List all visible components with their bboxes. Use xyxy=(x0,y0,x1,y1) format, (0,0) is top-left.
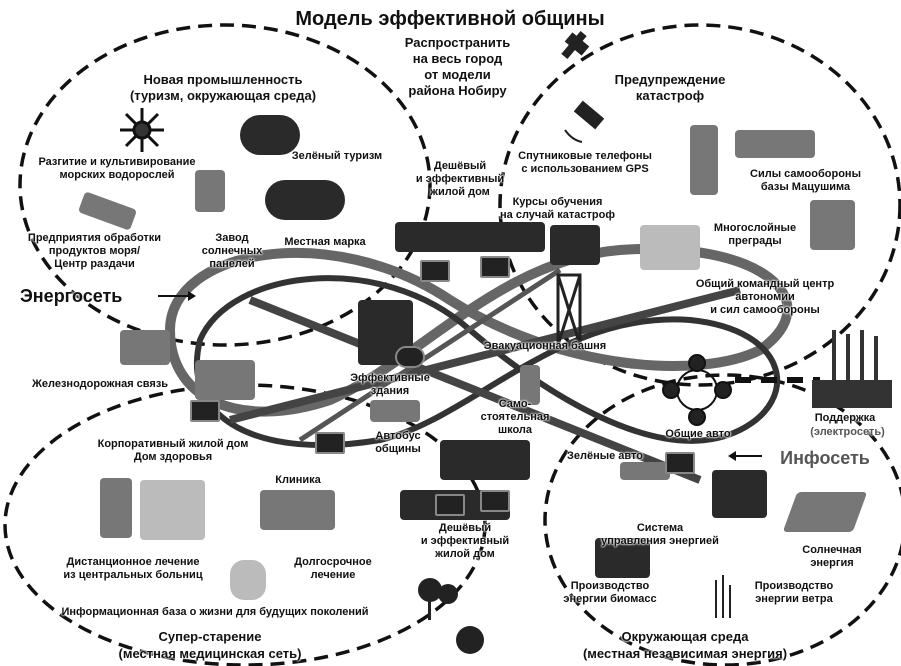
monitor-4 xyxy=(315,432,345,454)
doctor-illustration xyxy=(100,478,132,538)
road-3 xyxy=(298,267,562,443)
community-bus-label: Автобус общины xyxy=(375,430,421,455)
monitor-8 xyxy=(395,346,425,368)
road-1 xyxy=(229,286,741,424)
database-illustration xyxy=(230,560,266,600)
support-label: Поддержка xyxy=(814,412,876,424)
training-label: Курсы обучения на случай катастроф xyxy=(500,196,615,221)
corporate-housing-label: Корпоративный жилой дом Дом здоровья xyxy=(97,438,249,463)
evacuation-tower-icon xyxy=(556,273,582,347)
solar-energy-label: Солнечная энергия xyxy=(802,544,862,569)
railway-illustration xyxy=(120,330,170,365)
fisher-illustration xyxy=(195,170,225,212)
power-plant-icon xyxy=(812,330,892,408)
solar-plant-label: Завод солнечных панелей xyxy=(201,232,263,270)
satellite-icon xyxy=(561,30,590,60)
tower-sign xyxy=(520,365,540,405)
wind-label: Производство энергии ветра xyxy=(754,580,834,605)
disaster-zone-oval xyxy=(498,23,901,387)
barriers-label: Многослойные преграды xyxy=(713,222,797,247)
barriers-illustration xyxy=(640,225,700,270)
wind-turbine-icon xyxy=(715,575,731,618)
clinic-label: Клиника xyxy=(275,474,321,486)
command-center-illustration xyxy=(810,200,855,250)
green-cars-label: Зелёные авто xyxy=(566,450,644,462)
road-2 xyxy=(248,296,702,484)
railway-label: Железнодорожная связь xyxy=(31,378,169,390)
local-brand-illustration xyxy=(265,180,345,220)
evacuation-tower-label: Эвакуационная башня xyxy=(483,340,607,352)
trees-icon xyxy=(418,578,484,654)
self-defense-vehicles xyxy=(735,130,815,158)
biomass-label: Производство энергии биомасс xyxy=(563,580,657,605)
energy-grid-label: Энергосеть xyxy=(20,286,123,306)
industry-zone-oval xyxy=(18,23,432,347)
monitor-6 xyxy=(480,490,510,512)
self-defense-label: Силы самообороны базы Мацушима xyxy=(750,168,861,193)
school-illustration xyxy=(440,440,530,480)
corporate-housing-illustration xyxy=(195,360,255,400)
hospital-illustration xyxy=(140,480,205,540)
seafood-label: Предприятия обработки продуктов моря/ Це… xyxy=(27,232,162,270)
energy-management-label: Система управления энергией xyxy=(601,522,719,547)
monitor-3 xyxy=(190,400,220,422)
cheap-housing-bottom-label: Дешёвый и эффективный жилой дом xyxy=(420,522,510,560)
training-illustration xyxy=(550,225,600,265)
independent-school-label: Само- стоятельная школа xyxy=(480,398,550,436)
longterm-care-label: Долгосрочное лечение xyxy=(294,556,372,581)
support-sub-label: (электросеть) xyxy=(810,426,885,438)
monitor-2 xyxy=(480,256,510,278)
environment-zone-oval xyxy=(543,373,901,666)
clinic-illustration xyxy=(260,490,335,530)
green-tourism-label: Зелёный туризм xyxy=(291,150,383,162)
energy-grid-ring xyxy=(164,243,793,417)
efficient-buildings-label: Эффективные здания xyxy=(350,372,430,397)
seaweed-label: Разгитие и культивирование морских водор… xyxy=(38,156,196,181)
info-grid-label: Инфосеть xyxy=(780,448,870,468)
energy-management-illustration xyxy=(712,470,767,518)
satellite-phone-icon xyxy=(564,100,605,143)
monitor-5 xyxy=(435,494,465,516)
zone-aging-title: Супер-старение (местная медицинская сеть… xyxy=(118,629,302,661)
self-defense-illustration xyxy=(690,125,718,195)
seaweed-icon xyxy=(120,108,164,152)
local-brand-label: Местная марка xyxy=(284,236,366,248)
zone-disaster-title: Предупреждение катастроф xyxy=(614,72,726,103)
monitor-7 xyxy=(665,452,695,474)
command-center-label: Общий командный центр автономии и сил са… xyxy=(695,278,835,316)
top-note: Распространить на весь город от модели р… xyxy=(404,35,511,98)
monitor-1 xyxy=(420,260,450,282)
biomass-illustration xyxy=(595,538,650,578)
cheap-housing-top-label: Дешёвый и эффективный жилой дом xyxy=(415,160,505,198)
zone-environment-title: Окружающая среда (местная независимая эн… xyxy=(582,629,788,661)
cheap-housing-top-illustration xyxy=(395,222,545,252)
page-title: Модель эффективной общины xyxy=(295,8,605,30)
satellite-phones-label: Спутниковые телефоны с использованием GP… xyxy=(518,150,652,175)
shared-car-hub-icon xyxy=(662,354,732,426)
green-car-illustration xyxy=(620,462,670,480)
green-tourism-illustration xyxy=(240,115,300,155)
remote-treatment-label: Дистанционное лечение из центральных бол… xyxy=(63,556,203,581)
shared-cars-label: Общие авто xyxy=(665,428,731,440)
life-database-label: Информационная база о жизни для будущих … xyxy=(61,606,369,618)
zone-industry-title: Новая промышленность (туризм, окружающая… xyxy=(129,72,317,103)
solar-panel-illustration xyxy=(782,492,868,532)
bus-illustration xyxy=(370,400,420,422)
